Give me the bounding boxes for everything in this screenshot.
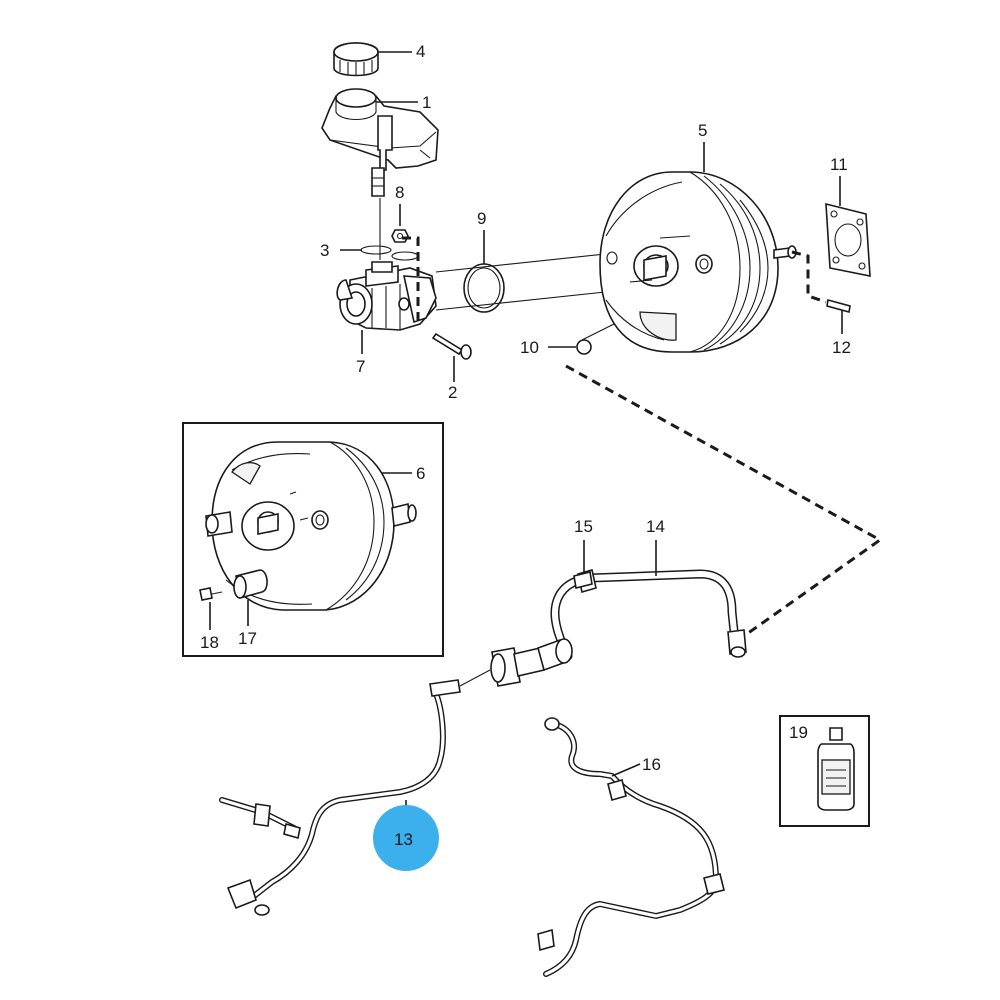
booster-gasket [825, 202, 871, 277]
callout-8: 8 [395, 183, 404, 202]
mounting-bolt [431, 332, 472, 360]
callout-1: 1 [422, 93, 431, 112]
hose-connection-dash [565, 364, 883, 638]
vacuum-pipe [219, 669, 491, 916]
callout-7: 7 [356, 357, 365, 376]
callout-17: 17 [238, 629, 257, 648]
callout-19: 19 [789, 723, 808, 742]
grommet [576, 339, 592, 355]
callout-3: 3 [320, 241, 329, 260]
brake-booster [599, 171, 797, 353]
vacuum-check-valve [490, 638, 573, 687]
assembly-guide-lines [379, 198, 635, 341]
callout-15: 15 [574, 517, 593, 536]
stud [826, 298, 851, 314]
brake-fluid-reservoir [321, 88, 439, 197]
leader-lines [209, 51, 843, 818]
brake-booster-rear-view [205, 441, 417, 611]
o-ring [463, 263, 505, 313]
callout-9: 9 [477, 209, 486, 228]
callout-5: 5 [698, 121, 707, 140]
check-valve-bolt [199, 587, 223, 601]
brake-fluid-reservoir-cap [333, 42, 379, 77]
callout-13: 13 [394, 830, 413, 849]
callout-12: 12 [832, 338, 851, 357]
highlight-circle [373, 805, 439, 871]
master-cylinder-seals [360, 245, 419, 261]
nut [391, 229, 409, 243]
brake-fluid-bottle [817, 727, 855, 811]
vacuum-pipe-secondary [537, 717, 725, 977]
callout-18: 18 [200, 633, 219, 652]
callout-11: 11 [830, 155, 848, 174]
master-cylinder [336, 261, 437, 331]
callout-2: 2 [448, 383, 457, 402]
callout-10: 10 [520, 338, 539, 357]
inset-frame-brake-fluid [779, 715, 870, 827]
inset-frame-booster [182, 422, 444, 657]
callout-6: 6 [416, 464, 425, 483]
callout-14: 14 [646, 517, 665, 536]
callout-4: 4 [416, 42, 425, 61]
gasket-guide-dash [791, 250, 827, 304]
callout-16: 16 [642, 755, 661, 774]
